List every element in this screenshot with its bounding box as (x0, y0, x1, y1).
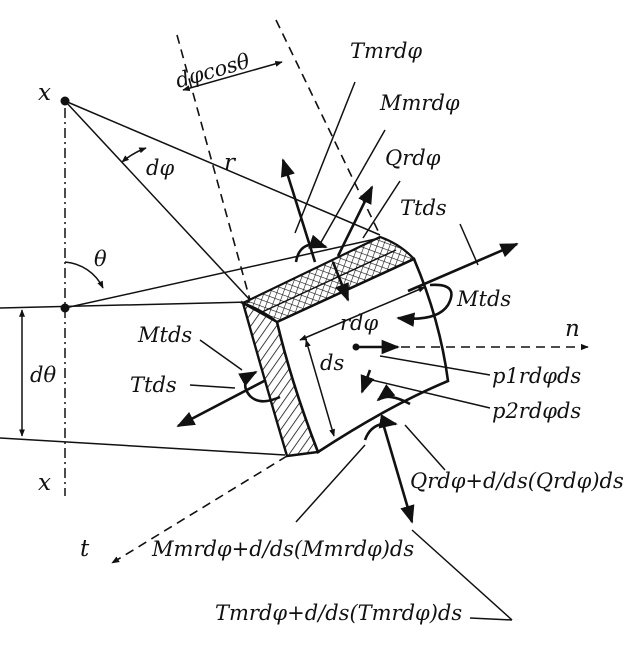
d-phi-arc (121, 147, 147, 163)
label-p1: p1rdφds (492, 364, 581, 388)
p2-leader (371, 379, 491, 409)
T-m-leader (294, 81, 356, 234)
label-T-m-increment: Tmrdφ+d/ds(Tmrdφ)ds (215, 601, 462, 625)
ring-line-lower (0, 437, 286, 456)
label-r-d-phi: rdφ (340, 311, 378, 335)
label-M-m: Mmrdφ (379, 91, 460, 115)
T-t-left-leader (189, 384, 236, 389)
M-m-moment-arc (294, 234, 328, 263)
T-t-right-leader (459, 223, 479, 266)
p2-arrow (360, 369, 375, 394)
p1-leader (379, 355, 491, 376)
tangent-direction-line (111, 455, 288, 564)
label-M-t-left: Mtds (137, 323, 192, 347)
label-d-phi: dφ (146, 156, 174, 180)
ring-line-upper-2 (64, 237, 381, 309)
Q-arrow (336, 185, 374, 257)
label-Q-increment: Qrdφ+d/ds(Qrdφ)ds (410, 469, 624, 493)
label-t: t (80, 536, 90, 562)
T-m-increment-leader-1 (411, 529, 513, 621)
label-T-m: Tmrdφ (350, 39, 422, 63)
d-phi-cos-theta-dimension (182, 60, 283, 92)
label-T-t-left: Ttds (130, 373, 177, 397)
label-d-theta: dθ (30, 363, 56, 387)
Q-increment-arrow (380, 419, 415, 524)
M-m-increment-leader (295, 444, 366, 523)
element-mid-surface (259, 249, 397, 314)
M-t-right-moment (396, 283, 453, 327)
M-t-left-leader (199, 339, 243, 371)
Q-increment-moment (363, 414, 398, 441)
label-n: n (565, 316, 580, 342)
M-t-left-moment (238, 370, 281, 403)
T-m-increment-leader-2 (469, 617, 513, 621)
label-r: r (224, 150, 237, 176)
p2-moment (376, 384, 411, 406)
ds-dimension (305, 339, 335, 437)
r-d-phi-dimension (299, 286, 426, 341)
label-ds: ds (320, 351, 344, 375)
radius-line-lower (64, 100, 251, 301)
label-theta: θ (94, 247, 107, 271)
label-M-m-increment: Mmrdφ+d/ds(Mmrdφ)ds (151, 537, 414, 561)
Q-increment-leader (404, 424, 446, 471)
label-T-t-right: Ttds (400, 196, 447, 220)
label-Q: Qrdφ (385, 146, 441, 170)
label-d-phi-cos-theta: dφcosθ (173, 49, 253, 93)
M-m-leader (319, 129, 386, 245)
radius-line-upper (64, 100, 381, 236)
label-x-top: x (38, 80, 51, 106)
ring-line-upper (0, 301, 251, 309)
M-m-arrow (331, 261, 350, 302)
label-M-t-right: Mtds (456, 287, 511, 311)
theta-arc (64, 261, 104, 289)
label-x-bottom: x (38, 470, 51, 496)
T-t-left-arrow (176, 378, 267, 428)
Q-leader (362, 180, 401, 239)
T-t-right-arrow (407, 242, 519, 293)
T-m-arrow (280, 158, 317, 263)
label-p2: p2rdφds (492, 399, 581, 423)
